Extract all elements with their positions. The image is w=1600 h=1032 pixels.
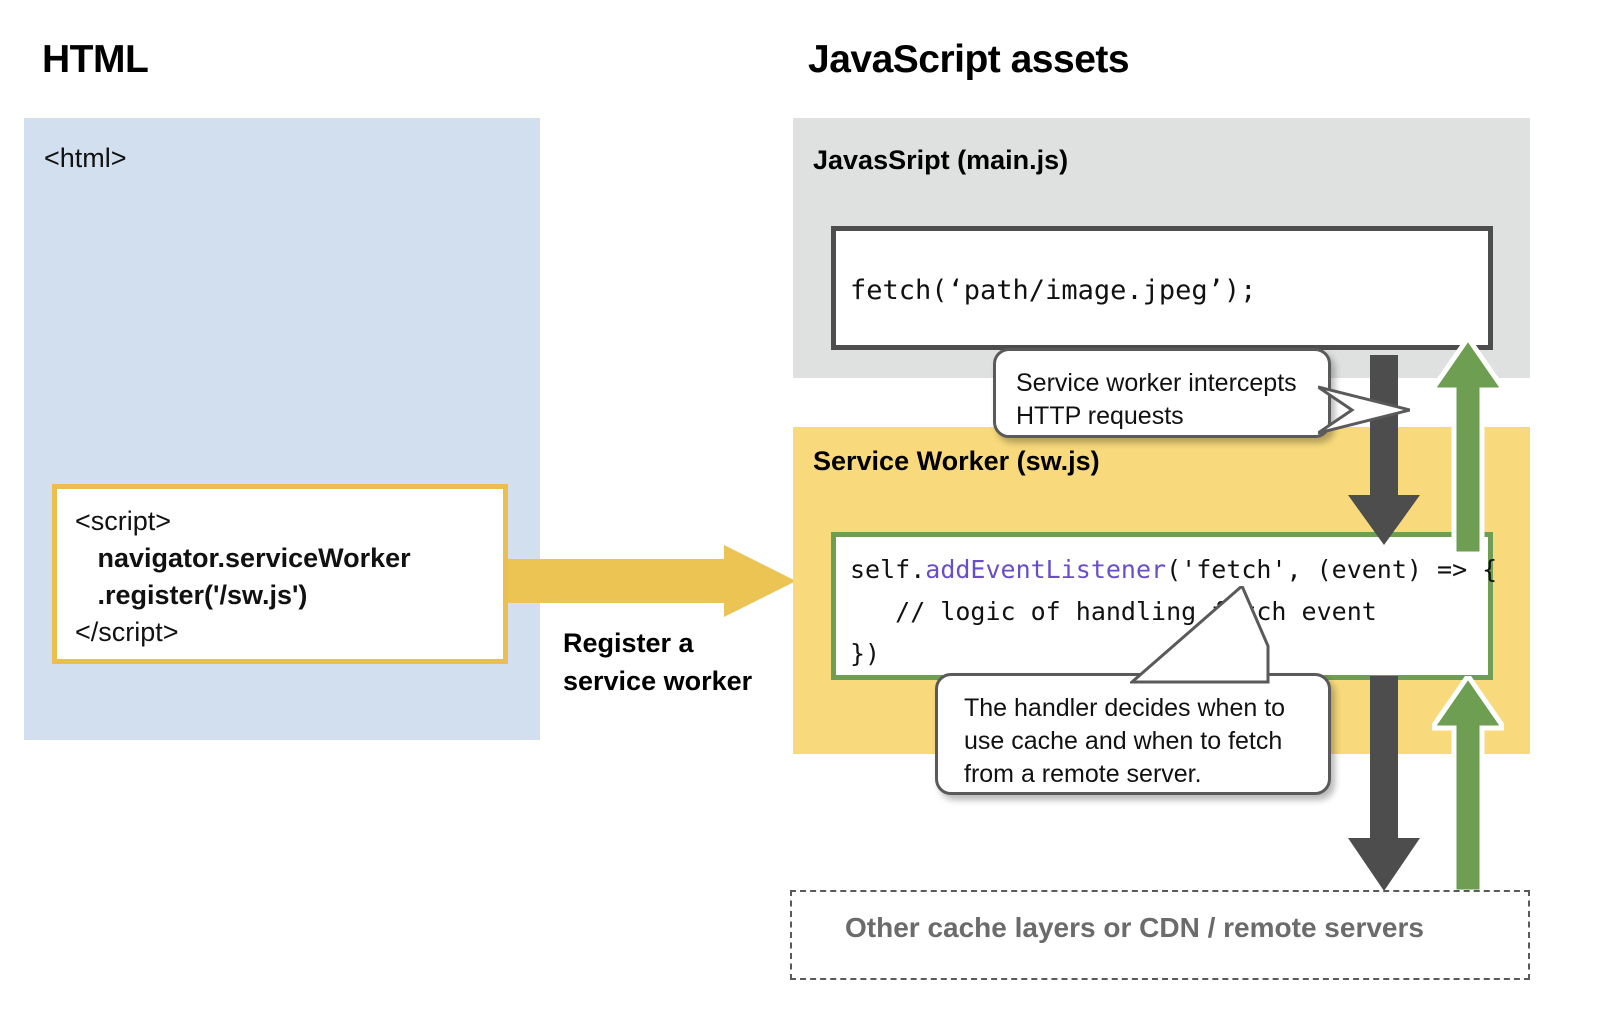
intercept-callout-tail [1318,385,1410,435]
fetch-code-box: fetch(‘path/image.jpeg’); [831,226,1493,350]
handler-callout: The handler decides when to use cache an… [935,673,1331,795]
html-section-title: HTML [42,38,149,81]
fetch-code-text: fetch(‘path/image.jpeg’); [850,275,1257,306]
script-code-text: <script> navigator.serviceWorker .regist… [75,506,411,647]
service-worker-code-text: self.addEventListener('fetch', (event) =… [850,555,1498,668]
handler-callout-tail [1130,586,1270,684]
service-worker-panel-label: Service Worker (sw.js) [813,446,1100,476]
request-down-arrow-top-icon [1348,355,1420,545]
html-tag-label: <html> [44,143,127,173]
script-code-box: <script> navigator.serviceWorker .regist… [52,484,508,664]
response-up-arrow-bottom-icon [1432,676,1504,892]
register-arrow-label: Register a service worker [563,628,753,696]
mainjs-panel-label: JavasSript (main.js) [813,145,1069,175]
register-arrow-icon [508,545,796,617]
request-down-arrow-bottom-icon [1348,676,1420,891]
handler-callout-text: The handler decides when to use cache an… [964,694,1286,788]
javascript-section-title: JavaScript assets [808,38,1130,81]
remote-servers-box [790,890,1530,980]
remote-servers-label: Other cache layers or CDN / remote serve… [845,912,1424,943]
response-up-arrow-top-icon [1432,338,1504,554]
intercept-callout: Service worker intercepts HTTP requests [993,348,1331,438]
intercept-callout-text: Service worker intercepts HTTP requests [1016,369,1297,430]
